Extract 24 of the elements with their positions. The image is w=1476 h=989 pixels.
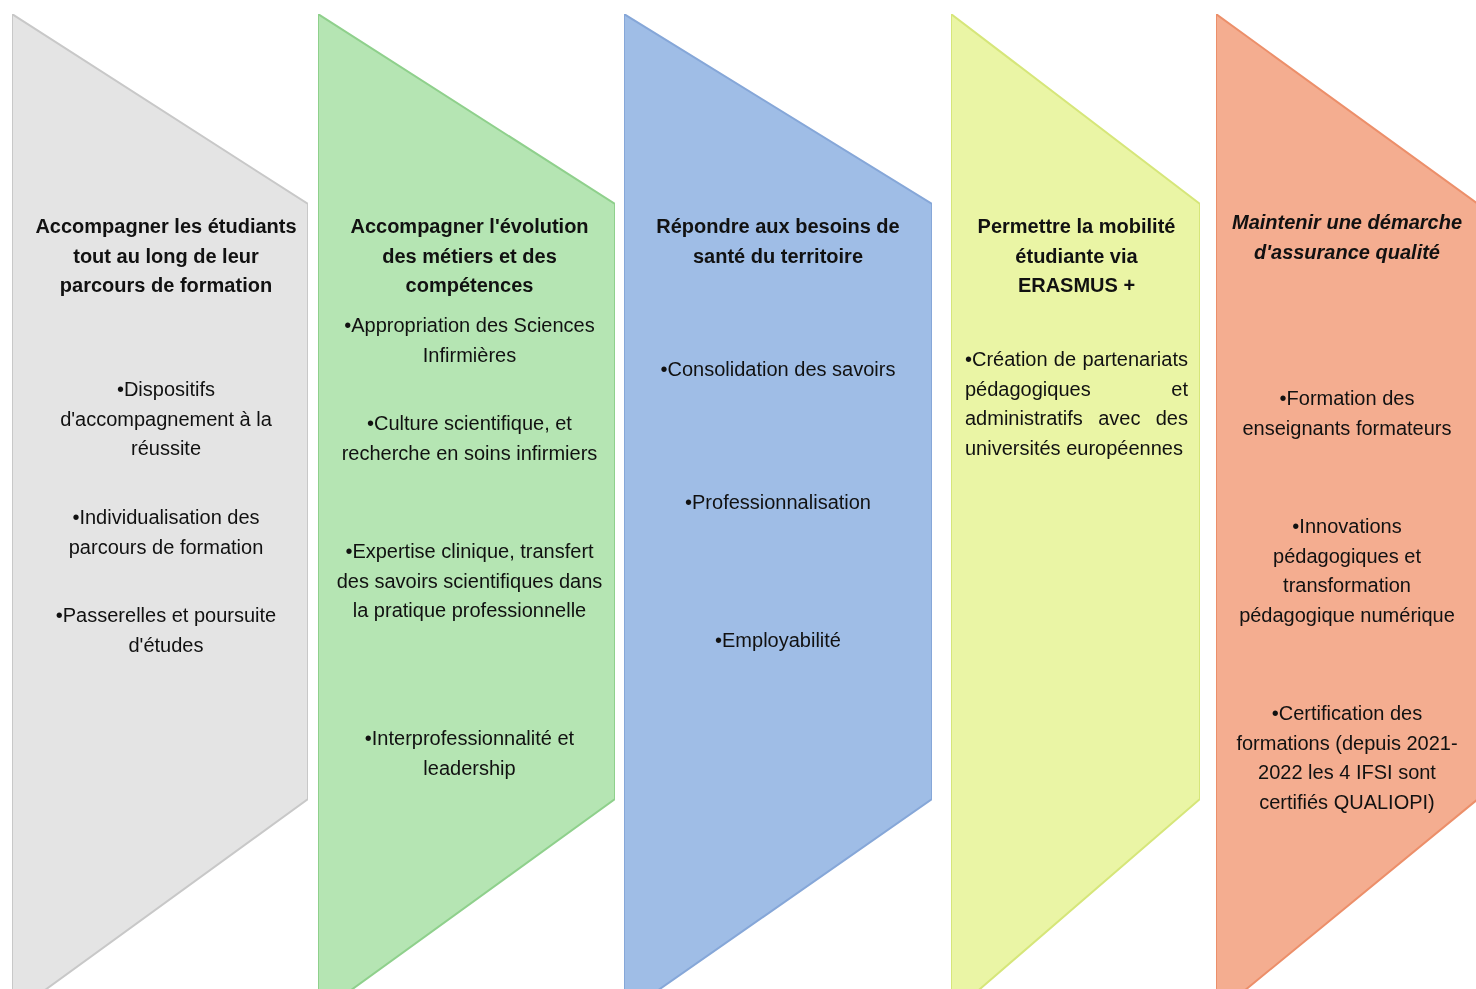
bullet-text: •Création de partenariats pédagogiques et administratifs avec des universités européennes [965, 347, 1188, 461]
bullet-text: •Formation des enseignants formateurs [1241, 386, 1453, 441]
bullet-text: •Employabilité [714, 628, 842, 653]
panel-heading: Accompagner l'évolution des métiers et des compétences [349, 214, 590, 299]
chevron-panel [12, 14, 308, 989]
bullet-text: •Individualisation des parcours de formation [67, 505, 265, 560]
panel-heading: Accompagner les étudiants tout au long de leur parcours de formation [34, 214, 298, 299]
bullet-text: •Interprofessionnalité et leadership [363, 726, 576, 781]
bullet-text: •Certification des formations (depuis 2021-2022 les 4 IFSI sont certifiés QUALIOPI) [1235, 701, 1459, 815]
chevron-panel [624, 14, 932, 989]
chevron-panel [1216, 14, 1476, 989]
bullet-text: •Innovations pédagogiques et transformation pédagogique numérique [1238, 514, 1456, 628]
bullet-text: •Appropriation des Sciences Infirmières [343, 313, 596, 368]
bullet-text: •Dispositifs d'accompagnement à la réussite [59, 377, 273, 462]
chevron-panel [318, 14, 615, 989]
bullet-text: •Professionnalisation [684, 490, 872, 515]
bullet-text: •Passerelles et poursuite d'études [54, 603, 278, 658]
bullet-text: •Culture scientifique, et recherche en soins infirmiers [340, 411, 599, 466]
bullet-text: •Expertise clinique, transfert des savoirs scientifiques dans la pratique professionnelle [336, 539, 603, 624]
panel-heading: Répondre aux besoins de santé du territoire [655, 214, 901, 269]
bullet-text: •Consolidation des savoirs [659, 357, 897, 382]
chevron-panel [951, 14, 1200, 989]
panel-heading: Maintenir une démarche d'assurance qualité [1230, 210, 1464, 265]
panel-heading: Permettre la mobilité étudiante via ERASMUS + [976, 214, 1177, 299]
